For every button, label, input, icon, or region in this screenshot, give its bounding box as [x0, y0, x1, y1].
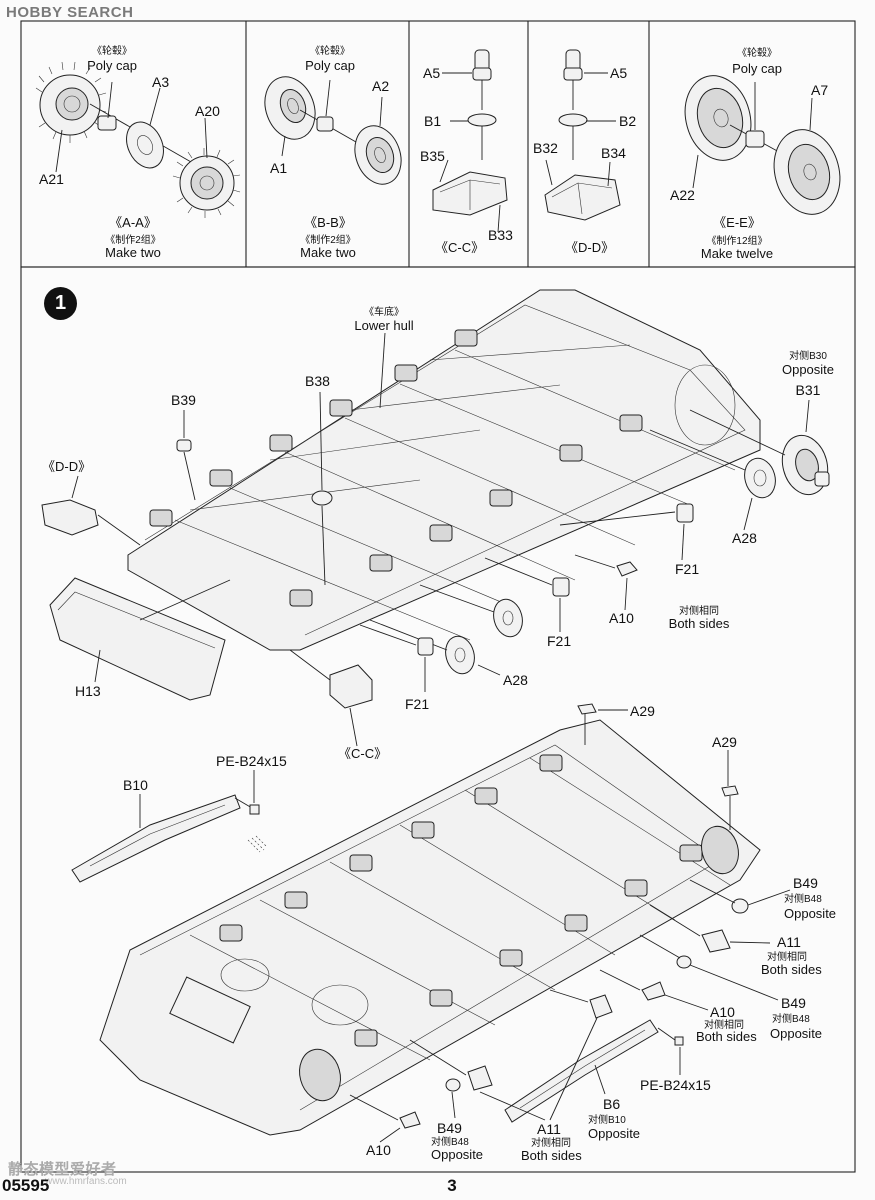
sprocket-a21	[35, 61, 107, 143]
sprocket-a20	[172, 148, 241, 218]
section-label-dd: 《D-D》	[42, 459, 92, 474]
part-label-b6: B6	[603, 1096, 621, 1112]
part-label-h13: H13	[75, 683, 101, 699]
part-label-f21: F21	[547, 633, 572, 649]
section-label-cc: 《C-C》	[338, 746, 388, 761]
hmrfans-url: www.hmrfans.com	[45, 1176, 127, 1187]
lower-hull-cn-label: 《车底》	[364, 307, 404, 318]
part-label-b34: B34	[601, 145, 626, 161]
part-label-b31: B31	[795, 382, 821, 398]
hobby-search-watermark: HOBBY SEARCH	[6, 4, 134, 21]
part-label-b49: B49	[793, 875, 818, 891]
part-label-pe-b24: PE-B24x15	[640, 1077, 711, 1093]
section-label-ee: 《E-E》	[713, 215, 761, 230]
both-sides-label: Both sides	[696, 1029, 757, 1044]
opposite-label: Opposite	[770, 1026, 823, 1041]
poly-cap-cn-label: 《轮毂》	[92, 46, 132, 57]
both-sides-cn-label: 对侧相同	[679, 606, 719, 617]
part-label-b33: B33	[488, 227, 513, 243]
part-label-a20: A20	[195, 103, 220, 119]
part-label-a29: A29	[712, 734, 737, 750]
poly-cap-label: Poly cap	[732, 61, 782, 76]
part-label-a28: A28	[732, 530, 757, 546]
opposite-b30-cn-label: 对侧B30	[789, 351, 827, 362]
qty-label-bb: Make two	[300, 245, 356, 260]
part-label-b39: B39	[171, 392, 196, 408]
opposite-label: Opposite	[431, 1147, 484, 1162]
part-label-a22: A22	[670, 187, 695, 203]
opposite-b48-cn-label: 对侧B48	[431, 1137, 469, 1148]
opposite-b48-cn-label: 对侧B48	[784, 894, 822, 905]
part-label-b2: B2	[619, 113, 637, 129]
part-label-a29: A29	[630, 703, 655, 719]
page-number: 3	[447, 1176, 457, 1195]
both-sides-label: Both sides	[668, 616, 730, 631]
poly-cap-label: Poly cap	[87, 58, 137, 73]
part-label-a5: A5	[423, 65, 441, 81]
part-label-f21: F21	[405, 696, 430, 712]
poly-cap-cn-label: 《轮毂》	[310, 46, 350, 57]
section-label-cc: 《C-C》	[435, 240, 485, 255]
lower-hull-label: Lower hull	[354, 318, 414, 333]
qty-cn-label-ee: 《制作12组》	[706, 236, 768, 247]
both-sides-cn-label: 对侧相同	[767, 952, 807, 963]
opposite-b48-cn-label: 对侧B48	[772, 1014, 810, 1025]
part-label-a10: A10	[710, 1004, 735, 1020]
part-label-b10: B10	[123, 777, 148, 793]
part-label-f21: F21	[675, 561, 700, 577]
opposite-label: Opposite	[588, 1126, 641, 1141]
part-label-pe-b24: PE-B24x15	[216, 753, 287, 769]
part-label-a5: A5	[610, 65, 628, 81]
lower-hull-lower-view	[99, 719, 761, 1136]
both-sides-label: Both sides	[761, 962, 822, 977]
part-label-a21: A21	[39, 171, 64, 187]
opposite-label: Opposite	[784, 906, 837, 921]
part-label-a11: A11	[777, 934, 801, 950]
part-label-b38: B38	[305, 373, 330, 389]
qty-cn-label-aa: 《制作2组》	[105, 235, 161, 246]
both-sides-label: Both sides	[521, 1148, 582, 1163]
part-label-a11: A11	[537, 1121, 561, 1137]
poly-cap-label: Poly cap	[305, 58, 355, 73]
part-label-a2: A2	[372, 78, 390, 94]
part-label-b49: B49	[781, 995, 806, 1011]
part-label-b49: B49	[437, 1120, 462, 1136]
both-sides-cn-label: 对侧相同	[531, 1138, 571, 1149]
part-label-a28: A28	[503, 672, 528, 688]
part-label-b32: B32	[533, 140, 558, 156]
both-sides-cn-label: 对侧相同	[704, 1020, 744, 1031]
part-label-a3: A3	[152, 74, 170, 90]
section-label-dd: 《D-D》	[565, 240, 615, 255]
part-label-a1: A1	[270, 160, 288, 176]
part-label-a7: A7	[811, 82, 829, 98]
qty-label-aa: Make two	[105, 245, 161, 260]
opposite-b10-cn-label: 对侧B10	[588, 1115, 626, 1126]
section-label-bb: 《B-B》	[304, 215, 352, 230]
part-label-a10: A10	[366, 1142, 391, 1158]
opposite-label: Opposite	[781, 362, 835, 377]
part-label-a10: A10	[609, 610, 634, 626]
qty-cn-label-bb: 《制作2组》	[300, 235, 356, 246]
part-label-b1: B1	[424, 113, 442, 129]
catalog-number: 05595	[2, 1176, 50, 1195]
qty-label-ee: Make twelve	[700, 246, 774, 261]
step-number-badge: 1	[44, 287, 77, 320]
hmrfans-watermark: 静态模型爱好者	[8, 1161, 117, 1178]
poly-cap-cn-label: 《轮毂》	[737, 48, 777, 59]
section-label-aa: 《A-A》	[109, 215, 157, 230]
lower-hull-upper-view	[127, 289, 761, 651]
part-label-b35: B35	[420, 148, 445, 164]
